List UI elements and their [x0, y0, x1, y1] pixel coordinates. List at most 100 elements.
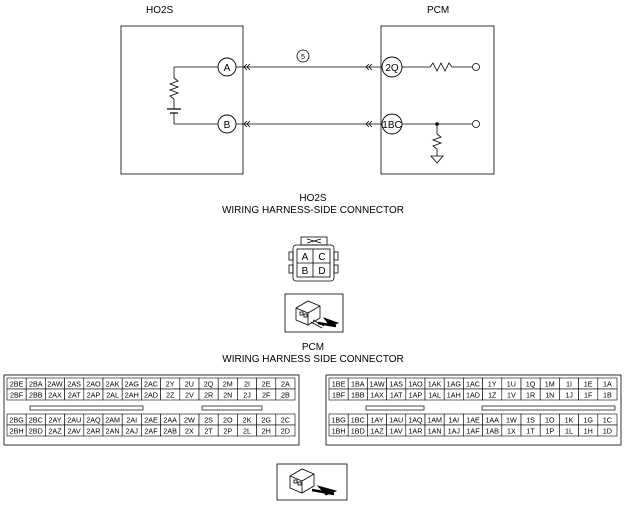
pcm-connector-1-pin-label: 1F — [584, 390, 593, 399]
pcm-connector-2-pin-label: 2G — [261, 415, 271, 424]
pcm-connector-1-pin-cell — [597, 424, 618, 437]
pcm-connector-2-pin-label: 2AR — [86, 426, 100, 435]
pcm-connector-1-pin-label: 1K — [565, 415, 574, 424]
pcm-connector-2-pin-label: 2BA — [29, 379, 43, 388]
pcm-connector-2-pin-label: 2AL — [106, 390, 119, 399]
ho2s-title: HO2S — [146, 5, 174, 16]
pcm-connector-1-pin-label: 1BD — [351, 426, 365, 435]
pcm-connector-2-pin-label: 2K — [243, 415, 252, 424]
pcm-connector-1-pin-label: 1AK — [428, 379, 442, 388]
ho2s-pin-b: B — [302, 266, 309, 277]
pcm-connector-2-pin-label: 2Z — [166, 390, 175, 399]
pcm-connector-2-pin-label: 2P — [223, 426, 232, 435]
pcm-connector-1-pin-label: 1D — [603, 426, 612, 435]
pcm-connector-2-pin-label: 2AB — [163, 426, 177, 435]
pcm-connector-1-pin-label: 1AW — [369, 379, 385, 388]
pcm-connector-2-pin-label: 2AW — [47, 379, 63, 388]
ho2s-connector-subtitle: WIRING HARNESS-SIDE CONNECTOR — [222, 205, 404, 216]
pcm-connector-1-pin-label: 1AM — [427, 415, 442, 424]
pcm-connector-2-pin-label: 2O — [223, 415, 233, 424]
pcm-connector-2-pin-label: 2S — [204, 415, 213, 424]
pcm-connector-2-pin-label: 2BG — [9, 415, 24, 424]
pcm-connector-2-pin-cell — [275, 388, 296, 401]
pcm-connector-2-pin-label: 2AM — [105, 415, 120, 424]
pcm-connector-1-pin-label: 1G — [583, 415, 593, 424]
pcm-connector-1-pin-label: 1BC — [351, 415, 365, 424]
pcm-connector-2-pin-label: 2AV — [68, 426, 81, 435]
pcm-connector-1-pin-label: 1U — [507, 379, 516, 388]
pcm-connector-2-separator-left — [29, 405, 144, 411]
pcm-connector-2-frame — [3, 374, 300, 446]
pcm-connector-1-pin-label: 1BG — [331, 415, 346, 424]
pcm-connector-1-pin-label: 1AS — [389, 379, 403, 388]
wire-number-circle — [296, 49, 310, 63]
pcm-connector-1-pin-label: 1AV — [390, 426, 403, 435]
pcm-connector-1-pin-label: 1O — [545, 415, 555, 424]
pcm-connector-2-pin-label: 2W — [184, 415, 195, 424]
pcm-connector-2-pin-label: 2AZ — [48, 426, 62, 435]
pcm-connector-2-pin-label: 2BE — [10, 379, 24, 388]
ho2s-internal-circuit — [167, 66, 218, 125]
pcm-connector-2-pin-label: 2AD — [144, 390, 158, 399]
pcm-connector-2-pin-label: 2T — [204, 426, 213, 435]
pcm-connector-1-pin-label: 1Y — [488, 379, 497, 388]
pcm-connector-1-pin-label: 1AR — [408, 426, 422, 435]
terminal-a-label: A — [224, 63, 231, 74]
pcm-connector-1-separator-left — [365, 405, 425, 411]
pcm-connector-2-pin-label: 2AH — [125, 390, 139, 399]
pcm-connector-2-pin-label: 2D — [281, 426, 290, 435]
pcm-connector-2-pin-label: 2R — [204, 390, 213, 399]
pcm-connector-2-pin-label: 2AX — [48, 390, 62, 399]
ho2s-pin-d: D — [318, 266, 325, 277]
pcm-connector-2-pin-label: 2B — [281, 390, 290, 399]
pcm-connector-2-pin-label: 2AE — [144, 415, 158, 424]
pcm-box — [380, 25, 495, 175]
pcm-connector-1-pin-label: 1AX — [370, 390, 384, 399]
pcm-connector-1-pin-label: 1AN — [428, 426, 442, 435]
pcm-connector-2-pin-label: 2E — [262, 379, 271, 388]
view-direction-icon — [284, 293, 344, 333]
pcm-connector-2-pin-label: 2AP — [87, 390, 101, 399]
pcm-connector-1-pin-label: 1AC — [466, 379, 480, 388]
pcm-connector-2-pin-label: 2AC — [144, 379, 158, 388]
pcm-connector-1-pin-label: 1AT — [390, 390, 403, 399]
pcm-connector-2-pin-label: 2AN — [106, 426, 120, 435]
ho2s-box — [120, 25, 244, 175]
pcm-connector-1-pin-label: 1N — [545, 390, 554, 399]
wire-number-label: 5 — [301, 52, 305, 61]
pcm-connector-1-pin-label: 1BE — [332, 379, 346, 388]
pcm-connector-title: PCM — [302, 342, 324, 353]
pcm-connector-2-pin-label: 2L — [243, 426, 251, 435]
pcm-connector-1-pin-label: 1H — [584, 426, 593, 435]
pcm-connector-1-pin-label: 1E — [584, 379, 593, 388]
pcm-connector-1-pin-label: 1Z — [488, 390, 497, 399]
pcm-connector-2-pin-label: 2U — [185, 379, 194, 388]
pcm-connector-2-pin-label: 2I — [244, 379, 250, 388]
pcm-connector-1-pin-label: 1X — [507, 426, 516, 435]
pcm-connector-1-pin-label: 1AO — [408, 379, 423, 388]
pcm-connector-2-pin-label: 2AG — [125, 379, 140, 388]
pcm-connector-2-pin-label: 2AA — [163, 415, 177, 424]
pcm-connector-1-pin-label: 1AI — [448, 415, 459, 424]
pcm-connector-1-pin-label: 1T — [526, 426, 535, 435]
pcm-connector-1-pin-label: 1BF — [332, 390, 346, 399]
pcm-connector-1-pin-label: 1AH — [447, 390, 461, 399]
junction-dot — [435, 122, 439, 126]
pcm-connector-2-pin-label: 2J — [243, 390, 251, 399]
pcm-connector-2-separator-right — [201, 405, 263, 411]
terminal-b-label: B — [224, 120, 231, 131]
pcm-connector-2-pin-label: 2BC — [29, 415, 43, 424]
pcm-connector-2-pin-label: 2M — [223, 379, 233, 388]
pcm-connector-2-pin-label: 2H — [262, 426, 271, 435]
pcm-connector-1-pin-label: 1BB — [351, 390, 365, 399]
pcm-connector-2-pin-label: 2A — [281, 379, 290, 388]
pcm-connector-1-pin-label: 1AE — [466, 415, 480, 424]
pcm-connector-2-pin-label: 2Y — [166, 379, 175, 388]
pcm-connector-subtitle: WIRING HARNESS SIDE CONNECTOR — [222, 354, 404, 365]
pcm-connector-1-pin-label: 1BA — [351, 379, 365, 388]
pcm-connector-1-pin-label: 1AA — [485, 415, 499, 424]
pcm-connector-1-pin-label: 1AF — [466, 426, 480, 435]
